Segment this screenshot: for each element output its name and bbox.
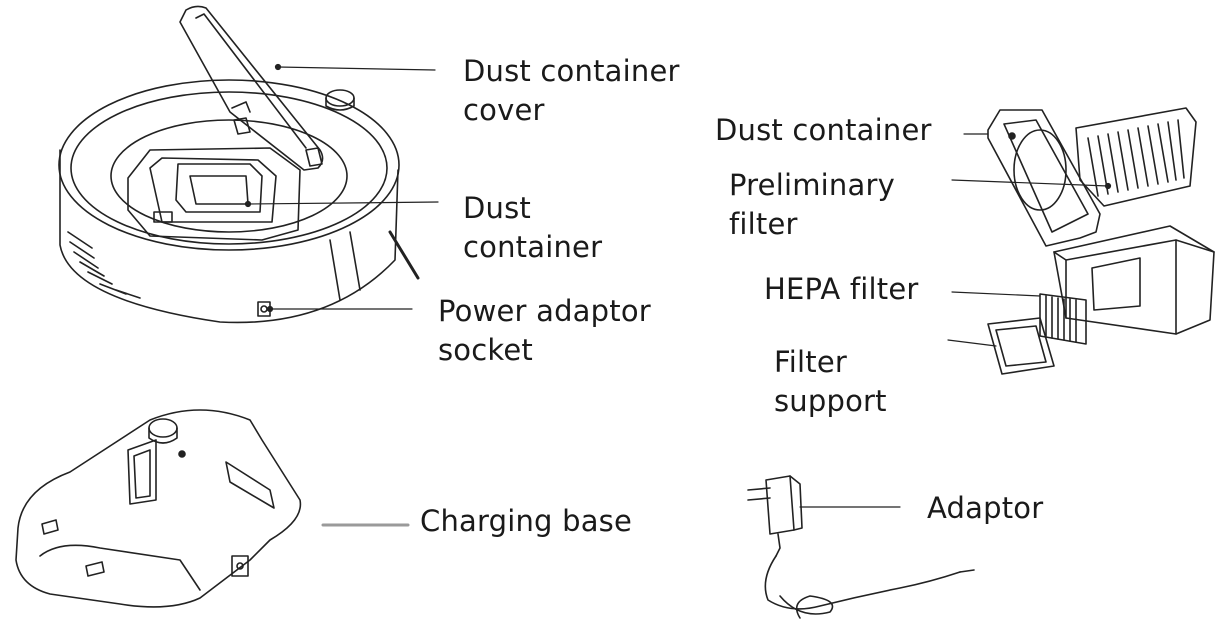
adaptor-illustration — [747, 475, 975, 619]
leader-lines — [244, 63, 1112, 508]
dust-container-illustration — [987, 107, 1215, 375]
label-adaptor: Adaptor — [927, 491, 1044, 525]
label-dust-container-box: Dust container — [715, 113, 932, 147]
label-dust-container-cover: Dust container cover — [463, 54, 680, 127]
label-power-adaptor-socket: Power adaptor socket — [438, 294, 651, 367]
label-preliminary-filter: Preliminary filter — [729, 168, 895, 241]
robot-vacuum-illustration — [58, 5, 420, 324]
charging-base-illustration — [15, 409, 302, 608]
label-hepa-filter: HEPA filter — [764, 272, 919, 306]
label-filter-support: Filter support — [774, 345, 887, 418]
label-dust-container-robot: Dust container — [463, 191, 603, 264]
label-charging-base: Charging base — [420, 504, 633, 538]
